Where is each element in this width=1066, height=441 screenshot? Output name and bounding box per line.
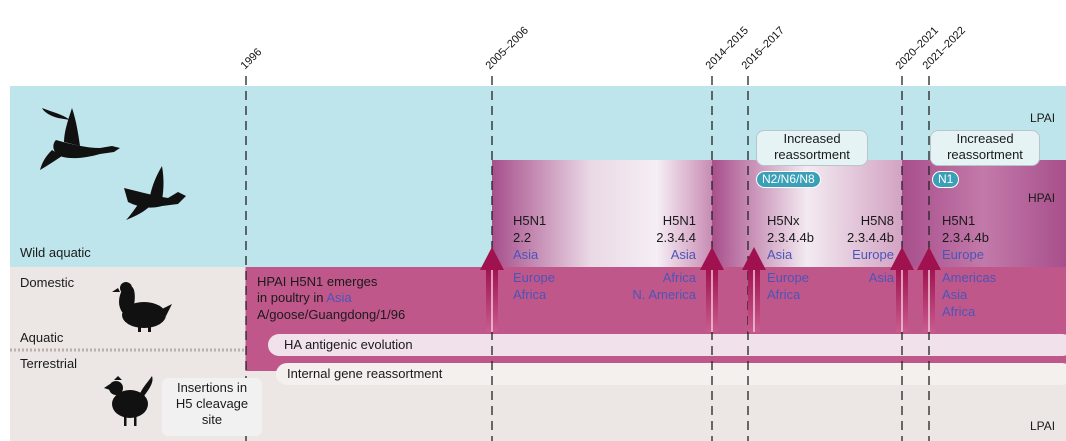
reassortment-line: reassortment [774,147,850,162]
clade-subtype: H5N8 [860,213,894,228]
clade-region: Asia [942,287,968,302]
lpai-top-label: LPAI [1030,111,1056,125]
insertions-line: H5 cleavage [175,396,249,411]
ha-evolution-band [268,334,1066,356]
clade-region: Europe [852,247,894,262]
clade-number: 2.3.4.4b [942,230,989,245]
clade-subtype: H5N1 [513,213,547,228]
clade-region: Europe [513,270,555,285]
reassortment-line: Increased [956,131,1014,146]
clade-number: 2.3.4.4b [847,230,894,245]
insertions-line: site [201,412,223,427]
reassortment-line: Increased [783,131,841,146]
domestic-label: Domestic [20,275,75,290]
neuraminidase-tag: N2/N6/N8 [756,171,821,188]
clade-region: Americas [942,270,997,285]
hpai-band-2020 [902,160,1066,267]
up-arrow-icon [700,247,724,332]
insertions-line: Insertions in [176,380,248,395]
terrestrial-label: Terrestrial [20,356,78,371]
chicken-icon [104,376,153,426]
wild-aquatic-label: Wild aquatic [20,245,91,260]
lpai-bottom-label: LPAI [1030,419,1056,433]
up-arrow-icon [917,247,941,332]
clade-number: 2.3.4.4 [656,230,696,245]
internal-reassortment-label: Internal gene reassortment [287,366,443,381]
neuraminidase-tag: N1 [932,171,960,188]
clade-region: Asia [670,247,696,262]
clade-number: 2.3.4.4b [767,230,814,245]
reassortment-line: reassortment [947,147,1023,162]
aquatic-label: Aquatic [20,330,64,345]
flying-duck-icon [124,166,186,220]
hpai-band-2005 [492,160,712,267]
duck-icon [112,282,172,332]
clade-region: Africa [662,270,696,285]
clade-region: Europe [767,270,809,285]
insertions-box: Insertions in H5 cleavage site [162,378,262,436]
flying-goose-icon [40,108,120,170]
clade-region: Asia [868,270,894,285]
ha-evolution-label: HA antigenic evolution [284,337,413,352]
internal-reassortment-band [276,363,1066,385]
clade-region: Asia [767,247,793,262]
emergence-region: Asia [326,290,352,305]
clade-region: Asia [513,247,539,262]
clade-region: Africa [767,287,801,302]
reassortment-box-1: Increased reassortment [756,130,868,166]
up-arrow-icon [742,247,766,332]
clade-subtype: H5N1 [662,213,696,228]
emergence-line-2-text: in poultry in [257,290,327,305]
clade-region: Africa [513,287,547,302]
clade-number: 2.2 [513,230,532,245]
clade-region: N. America [632,287,696,302]
clade-region: Europe [942,247,984,262]
emergence-line-3: A/goose/Guangdong/1/96 [257,307,406,322]
up-arrow-icon [890,247,914,332]
emergence-line-2: in poultry in Asia [257,290,352,306]
clade-subtype: H5N1 [942,213,976,228]
up-arrow-icon [480,247,504,332]
clade-subtype: H5Nx [767,213,800,228]
hpai-label: HPAI [1028,191,1056,205]
reassortment-box-2: Increased reassortment [930,130,1040,166]
emergence-line-1: HPAI H5N1 emerges [257,274,378,289]
clade-region: Africa [942,304,976,319]
